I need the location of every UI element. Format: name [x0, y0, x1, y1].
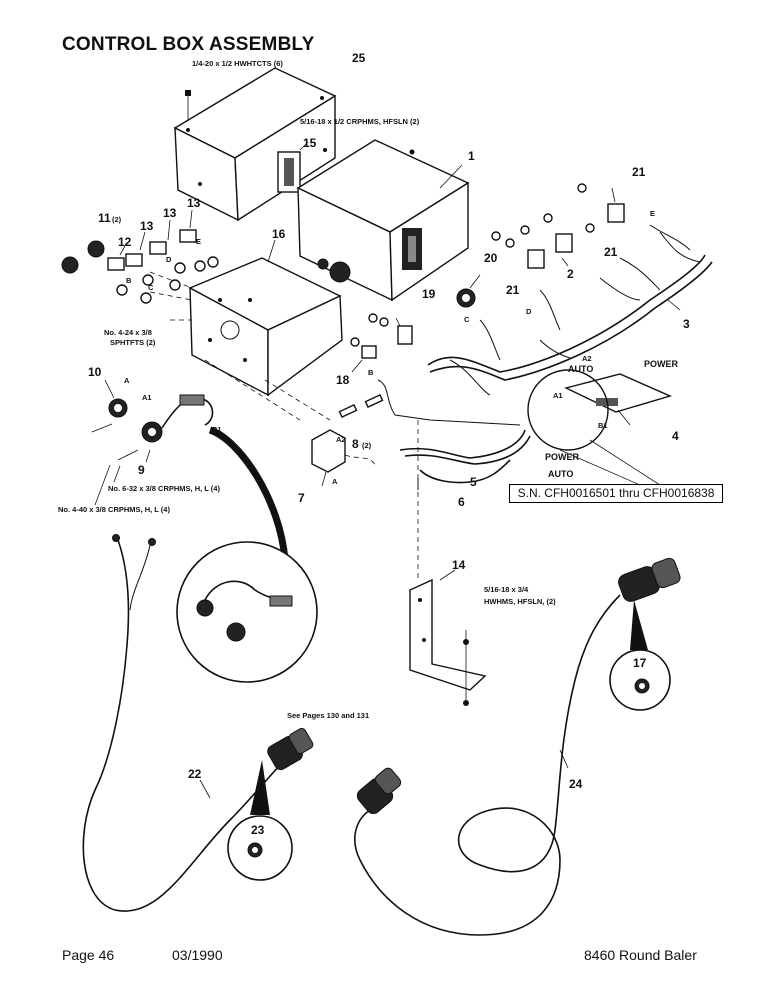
connector-detail-magnifier [176, 426, 318, 683]
callout-24: 24 [569, 777, 583, 791]
callout-9: 9 [138, 463, 145, 477]
callout-11: 11 [98, 211, 111, 225]
callout-25: 25 [352, 51, 366, 65]
wire-labels: POWER A2 AUTO A1 B1 POWER AUTO A A1 B1 A… [124, 209, 679, 486]
callout-12: 12 [118, 235, 132, 249]
label-auto-mid: AUTO [548, 469, 573, 479]
screws-left [91, 423, 139, 506]
label-a2-top: A2 [582, 354, 592, 363]
label-b-switch: B [126, 276, 132, 285]
plug-detail-part-23 [227, 760, 293, 881]
label-c-mid: C [464, 315, 470, 324]
label-a1-top: A1 [553, 391, 563, 400]
diodes-part-8 [338, 379, 521, 426]
label-crphms-632: No. 6-32 x 3/8 CRPHMS, H, L (4) [108, 484, 220, 493]
label-d-switch: D [166, 255, 172, 264]
label-hwhtcts: 1/4-20 x 1/2 HWHTCTS (6) [192, 59, 283, 68]
footer-page-number: Page 46 [62, 947, 115, 963]
toggle-switches-part-21 [491, 183, 625, 269]
callout-18: 18 [336, 373, 350, 387]
label-sphtfts-line1: No. 4-24 x 3/8 [104, 328, 152, 337]
callout-23: 23 [251, 823, 265, 837]
label-hwhms-line2: HWHMS, HFSLN, (2) [484, 597, 556, 606]
fastener-labels: 1/4-20 x 1/2 HWHTCTS (6) 5/16-18 x 1/2 C… [58, 59, 556, 720]
bracket-part-15 [277, 141, 309, 193]
mounting-bracket-part-14 [409, 420, 487, 706]
cable-part-22 [82, 534, 314, 912]
label-e-switch: E [196, 237, 201, 246]
callout-3: 3 [683, 317, 690, 331]
callout-4: 4 [672, 429, 679, 443]
label-power-mid: POWER [545, 452, 580, 462]
callout-6: 6 [458, 495, 465, 509]
callout-15: 15 [303, 136, 317, 150]
switch-part-18 [351, 345, 377, 373]
label-a1-left: A1 [142, 393, 152, 402]
relay-part-7 [311, 429, 376, 487]
switch-part-19 [395, 317, 413, 345]
callout-19: 19 [422, 287, 436, 301]
control-box-part-1 [296, 139, 470, 302]
callout-numbers: 25 1 15 21 11 (2) 13 13 13 12 16 21 20 2… [88, 51, 690, 837]
callout-8-qty: (2) [362, 441, 372, 450]
callout-13-b: 13 [163, 206, 177, 220]
label-c-switch: C [148, 283, 154, 292]
callout-21-right: 21 [604, 245, 618, 259]
callout-20: 20 [484, 251, 498, 265]
wire-harness-part-6 [417, 459, 511, 490]
label-a-mid: A [332, 477, 338, 486]
callout-16: 16 [272, 227, 286, 241]
label-sphtfts-line2: SPHTFTS (2) [110, 338, 156, 347]
callout-7: 7 [298, 491, 305, 505]
label-power-top: POWER [644, 359, 679, 369]
footer-model: 8460 Round Baler [584, 947, 697, 963]
callout-21-mid: 21 [506, 283, 520, 297]
callout-2: 2 [567, 267, 574, 281]
label-b1-left: B1 [212, 425, 222, 434]
plug-detail-part-17 [609, 600, 671, 711]
connector-part-10 [104, 379, 128, 418]
pilot-light-part-20 [456, 274, 481, 308]
cable-part-24 [354, 557, 681, 936]
switch-terminals-part-12-13 [107, 209, 197, 271]
mounting-plate-part-16 [149, 239, 343, 421]
serial-number-note: S.N. CFH0016501 thru CFH0016838 [509, 484, 723, 503]
callout-11-qty: (2) [112, 215, 122, 224]
wire-harness-part-3 [427, 224, 713, 396]
callout-22: 22 [188, 767, 202, 781]
callout-8: 8 [352, 437, 359, 451]
terminal-nuts-part-11 [61, 240, 219, 304]
label-b-mid: B [368, 368, 374, 377]
label-crphms-440: No. 4-40 x 3/8 CRPHMS, H, L (4) [58, 505, 170, 514]
label-e-mid: E [650, 209, 655, 218]
label-b1-top: B1 [598, 421, 608, 430]
callout-14: 14 [452, 558, 466, 572]
label-a2-mid: A2 [336, 435, 346, 444]
wire-harness-part-5 [399, 429, 531, 465]
callout-21-top: 21 [632, 165, 646, 179]
label-auto-top: AUTO [568, 364, 593, 374]
connector-part-9 [141, 394, 214, 463]
callout-17: 17 [633, 656, 647, 670]
reference-note: See Pages 130 and 131 [287, 711, 369, 720]
callout-1: 1 [468, 149, 475, 163]
label-hwhms-line1: 5/16-18 x 3/4 [484, 585, 529, 594]
callout-13-a: 13 [140, 219, 154, 233]
callout-10: 10 [88, 365, 102, 379]
page-title: CONTROL BOX ASSEMBLY [62, 34, 315, 55]
label-crphms-hfsln: 5/16-18 x 1/2 CRPHMS, HFSLN (2) [300, 117, 420, 126]
footer-date: 03/1990 [172, 947, 223, 963]
label-d-mid: D [526, 307, 532, 316]
control-board-part-4 [527, 369, 673, 486]
callout-13-c: 13 [187, 196, 201, 210]
label-a-left: A [124, 376, 130, 385]
callout-5: 5 [470, 475, 477, 489]
